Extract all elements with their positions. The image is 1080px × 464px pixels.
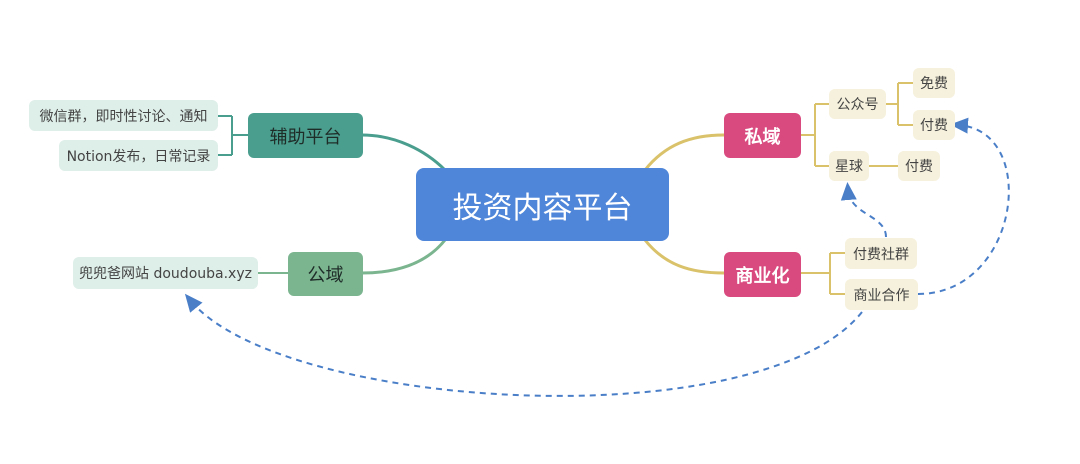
branch-commerce[interactable]: 商业化 bbox=[724, 252, 801, 297]
leaf-notion[interactable]: Notion发布，日常记录 bbox=[59, 140, 218, 171]
branch-assist[interactable]: 辅助平台 bbox=[248, 113, 363, 158]
dashed-arrow-paidgroup-to-xq bbox=[840, 182, 887, 238]
leaf-wechat-group[interactable]: 微信群，即时性讨论、通知 bbox=[29, 100, 218, 131]
connector-center-public bbox=[361, 239, 447, 275]
leaf-gzh[interactable]: 公众号 bbox=[829, 89, 886, 119]
bracket-assist bbox=[218, 115, 248, 156]
dashed-arrow-coop-to-site bbox=[184, 293, 863, 397]
bracket-private bbox=[800, 103, 829, 167]
bracket-commerce bbox=[800, 252, 845, 295]
connector-center-assist bbox=[361, 133, 447, 172]
connector-center-private bbox=[643, 133, 725, 171]
connector-center-commerce bbox=[643, 239, 725, 275]
root-node[interactable]: 投资内容平台 bbox=[416, 168, 669, 241]
leaf-xq-paid[interactable]: 付费 bbox=[898, 151, 940, 181]
branch-public[interactable]: 公域 bbox=[288, 252, 363, 296]
branch-private[interactable]: 私域 bbox=[724, 113, 801, 158]
leaf-gzh-free[interactable]: 免费 bbox=[913, 68, 955, 98]
dashed-arrow-coop-to-gzh-paid bbox=[917, 117, 1010, 295]
bracket-gzh bbox=[885, 82, 913, 126]
leaf-paid-group[interactable]: 付费社群 bbox=[845, 238, 917, 269]
leaf-xq[interactable]: 星球 bbox=[829, 151, 869, 181]
leaf-website[interactable]: 兜兜爸网站 doudouba.xyz bbox=[73, 257, 258, 289]
leaf-gzh-paid[interactable]: 付费 bbox=[913, 110, 955, 140]
leaf-business-coop[interactable]: 商业合作 bbox=[845, 279, 918, 310]
